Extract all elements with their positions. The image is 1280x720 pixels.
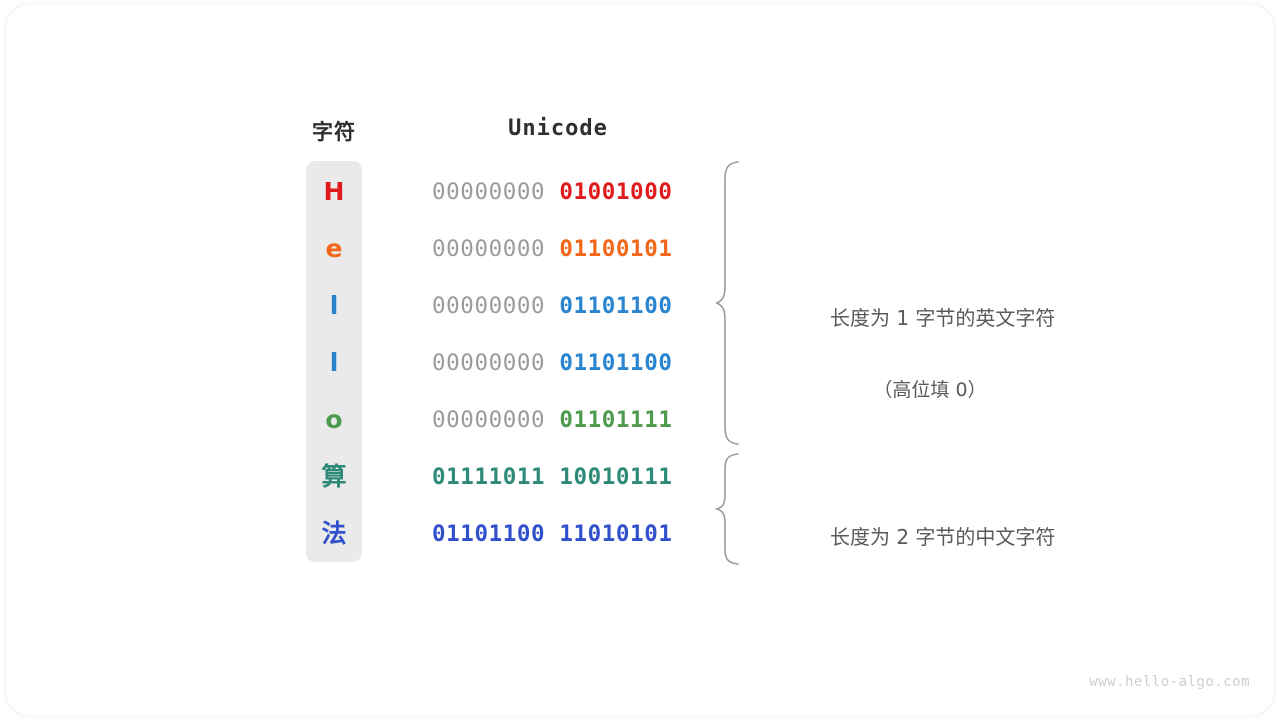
watermark: www.hello-algo.com bbox=[1089, 674, 1250, 690]
figure-card bbox=[7, 5, 1273, 715]
annotation-double-byte: 长度为 2 字节的中文字符 bbox=[760, 483, 1100, 591]
column-header-character: 字符 bbox=[312, 120, 356, 144]
high-byte: 01101100 bbox=[432, 521, 546, 547]
low-byte: 10010111 bbox=[559, 464, 673, 490]
row-unicode-bits: 00000000 01101100 bbox=[432, 288, 673, 324]
annotation-double-byte-line1: 长度为 2 字节的中文字符 bbox=[829, 525, 1056, 549]
table-row: 法 01101100 11010101 bbox=[306, 516, 706, 552]
row-character: o bbox=[325, 405, 343, 434]
low-byte: 01001000 bbox=[559, 179, 673, 205]
row-unicode-bits: 00000000 01101100 bbox=[432, 345, 673, 381]
row-unicode-bits: 00000000 01001000 bbox=[432, 174, 673, 210]
byte-separator bbox=[545, 179, 559, 205]
table-row: o 00000000 01101111 bbox=[306, 402, 706, 438]
high-byte: 01111011 bbox=[432, 464, 546, 490]
row-character: H bbox=[323, 177, 345, 206]
annotation-single-byte: 长度为 1 字节的英文字符 （高位填 0） bbox=[760, 264, 1100, 480]
row-unicode-bits: 01101100 11010101 bbox=[432, 516, 673, 552]
table-row: l 00000000 01101100 bbox=[306, 288, 706, 324]
row-unicode-bits: 01111011 10010111 bbox=[432, 459, 673, 495]
low-byte: 01101100 bbox=[559, 293, 673, 319]
row-unicode-bits: 00000000 01100101 bbox=[432, 231, 673, 267]
table-row: 算 01111011 10010111 bbox=[306, 459, 706, 495]
table-row: e 00000000 01100101 bbox=[306, 231, 706, 267]
byte-separator bbox=[545, 464, 559, 490]
column-header-unicode: Unicode bbox=[508, 116, 608, 141]
annotation-single-byte-line1: 长度为 1 字节的英文字符 bbox=[829, 306, 1056, 330]
high-byte: 00000000 bbox=[432, 236, 546, 262]
high-byte: 00000000 bbox=[432, 407, 546, 433]
row-character: l bbox=[329, 348, 339, 377]
row-unicode-bits: 00000000 01101111 bbox=[432, 402, 673, 438]
byte-separator bbox=[545, 521, 559, 547]
byte-separator bbox=[545, 350, 559, 376]
high-byte: 00000000 bbox=[432, 350, 546, 376]
byte-separator bbox=[545, 236, 559, 262]
row-character: 算 bbox=[321, 462, 347, 491]
byte-separator bbox=[545, 407, 559, 433]
brace-single-byte bbox=[715, 161, 739, 445]
annotation-single-byte-line2: （高位填 0） bbox=[873, 379, 987, 401]
table-row: l 00000000 01101100 bbox=[306, 345, 706, 381]
low-byte: 11010101 bbox=[559, 521, 673, 547]
character-column-panel bbox=[306, 161, 362, 562]
high-byte: 00000000 bbox=[432, 293, 546, 319]
high-byte: 00000000 bbox=[432, 179, 546, 205]
row-character: e bbox=[325, 234, 343, 263]
low-byte: 01101100 bbox=[559, 350, 673, 376]
byte-separator bbox=[545, 293, 559, 319]
low-byte: 01101111 bbox=[559, 407, 673, 433]
table-row: H 00000000 01001000 bbox=[306, 174, 706, 210]
brace-double-byte bbox=[714, 453, 739, 565]
row-character: 法 bbox=[321, 519, 347, 548]
low-byte: 01100101 bbox=[559, 236, 673, 262]
row-character: l bbox=[329, 291, 339, 320]
